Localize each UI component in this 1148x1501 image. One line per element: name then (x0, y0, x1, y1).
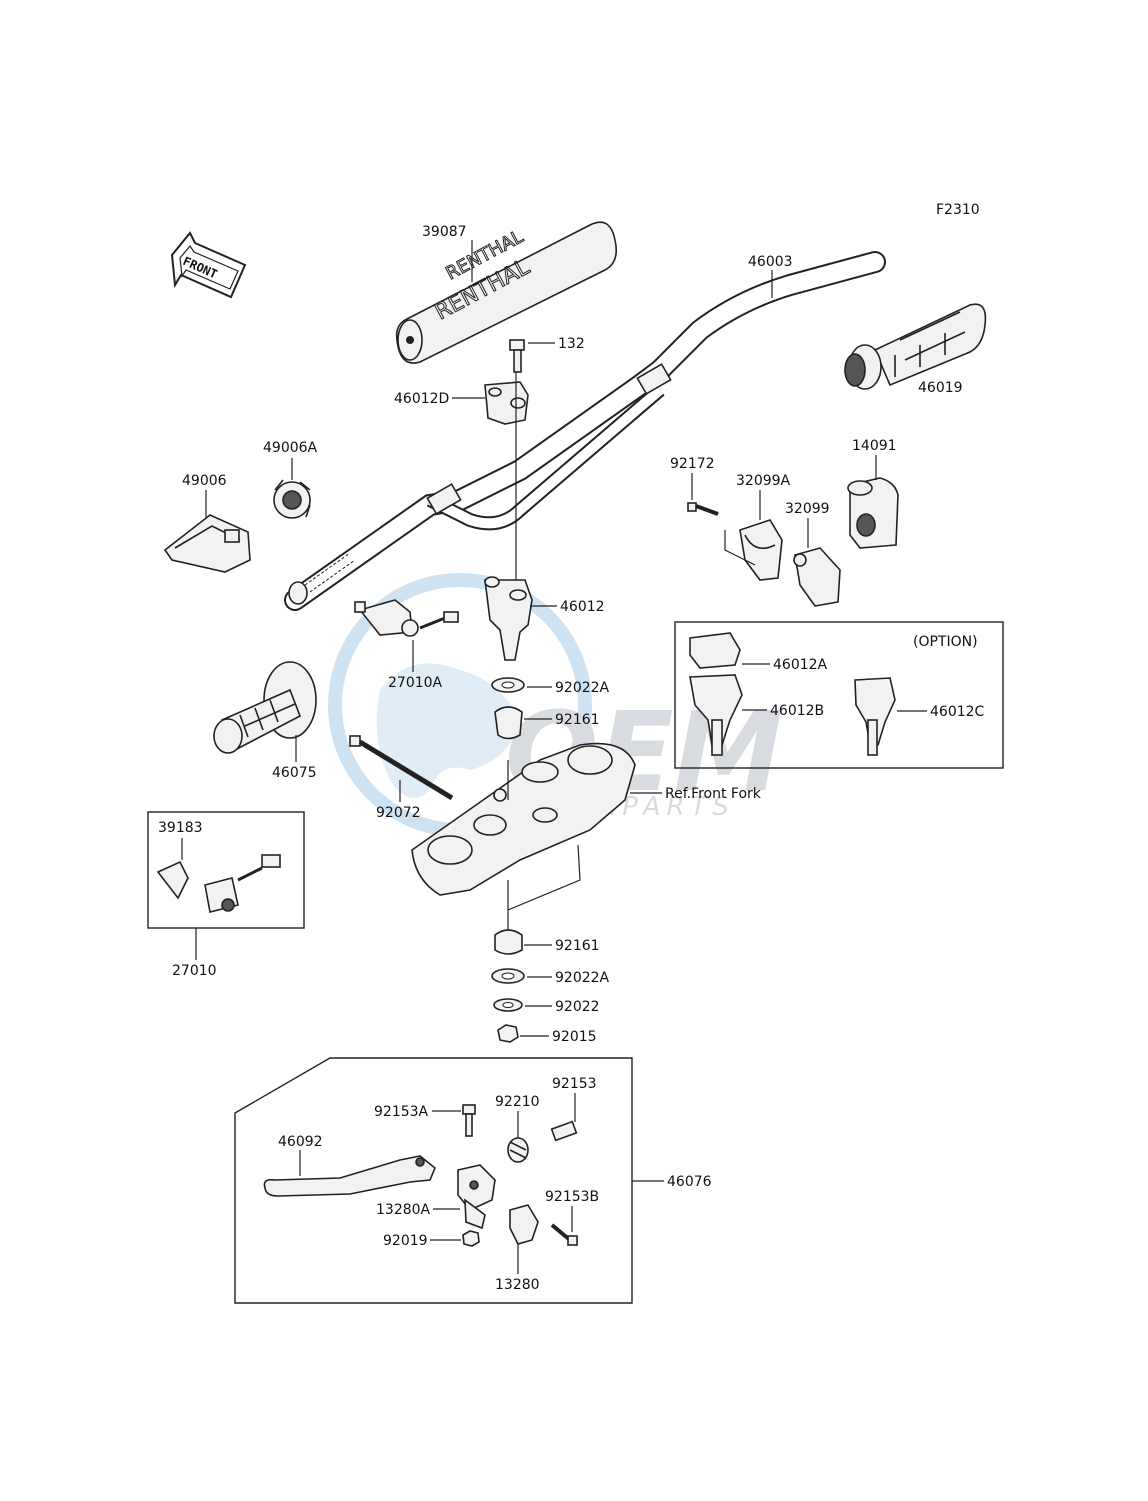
label-92019: 92019 (383, 1233, 428, 1249)
switch-27010A (354, 599, 459, 637)
label-46092: 46092 (278, 1134, 323, 1150)
label-92022A-top: 92022A (555, 680, 610, 696)
bracket-13280 (509, 1204, 539, 1245)
label-92153: 92153 (552, 1076, 597, 1092)
watermark-continents-icon (376, 663, 520, 798)
nut-92019 (462, 1230, 480, 1247)
option-box (674, 621, 1004, 769)
label-46012B: 46012B (770, 703, 824, 719)
label-39183: 39183 (158, 820, 203, 836)
label-92153B: 92153B (545, 1189, 599, 1205)
bolt-132 (509, 339, 525, 373)
label-27010A: 27010A (388, 675, 443, 691)
part-32099A (739, 519, 783, 581)
label-46012: 46012 (560, 599, 605, 615)
label-49006: 49006 (182, 473, 227, 489)
bolt-92153A (462, 1104, 476, 1137)
triple-clamp (411, 742, 636, 896)
label-92072: 92072 (376, 805, 421, 821)
rubber-92161-bottom (494, 929, 523, 955)
part-49006 (163, 514, 251, 573)
bolt-92153 (550, 1120, 578, 1142)
screw-92172 (687, 502, 719, 516)
label-32099: 32099 (785, 501, 830, 517)
clamp-46012D (484, 381, 529, 425)
cable-tie-92072 (349, 735, 454, 801)
screw-92153B (550, 1223, 578, 1246)
label-46012D: 46012D (394, 391, 449, 407)
label-46003: 46003 (748, 254, 793, 270)
label-46012C: 46012C (930, 704, 985, 720)
nut-92015 (497, 1024, 519, 1043)
label-46012A: 46012A (773, 657, 828, 673)
throttle-grip (844, 303, 987, 390)
label-46019: 46019 (918, 380, 963, 396)
label-27010: 27010 (172, 963, 217, 979)
label-92022A-bottom: 92022A (555, 970, 610, 986)
front-arrow-icon: FRONT (170, 231, 247, 299)
spring-92210 (507, 1137, 529, 1163)
label-92022: 92022 (555, 999, 600, 1015)
label-92161-top: 92161 (555, 712, 600, 728)
box-27010 (147, 811, 305, 929)
part-14091 (847, 477, 899, 549)
clamp-46012 (484, 576, 533, 661)
label-92210: 92210 (495, 1094, 540, 1110)
label-13280: 13280 (495, 1277, 540, 1293)
label-92153A: 92153A (374, 1104, 429, 1120)
handlebar (284, 251, 886, 611)
label-49006A: 49006A (263, 440, 318, 456)
label-13280A: 13280A (376, 1202, 431, 1218)
bracket-13280A (457, 1164, 496, 1230)
label-39087: 39087 (422, 224, 467, 240)
option-label: (OPTION) (913, 634, 978, 650)
part-32099 (793, 547, 841, 607)
label-92172: 92172 (670, 456, 715, 472)
label-46075: 46075 (272, 765, 317, 781)
clutch-lever (263, 1155, 436, 1197)
rubber-92161-top (494, 706, 523, 740)
label-132: 132 (558, 336, 585, 352)
label-14091: 14091 (852, 438, 897, 454)
label-92161-bottom: 92161 (555, 938, 600, 954)
label-32099A: 32099A (736, 473, 791, 489)
ref-label: Ref.Front Fork (665, 786, 762, 802)
part-49006A (273, 479, 311, 519)
left-grip (213, 661, 317, 754)
label-92015: 92015 (552, 1029, 597, 1045)
label-46076: 46076 (667, 1174, 712, 1190)
diagram-code: F2310 (936, 202, 980, 218)
